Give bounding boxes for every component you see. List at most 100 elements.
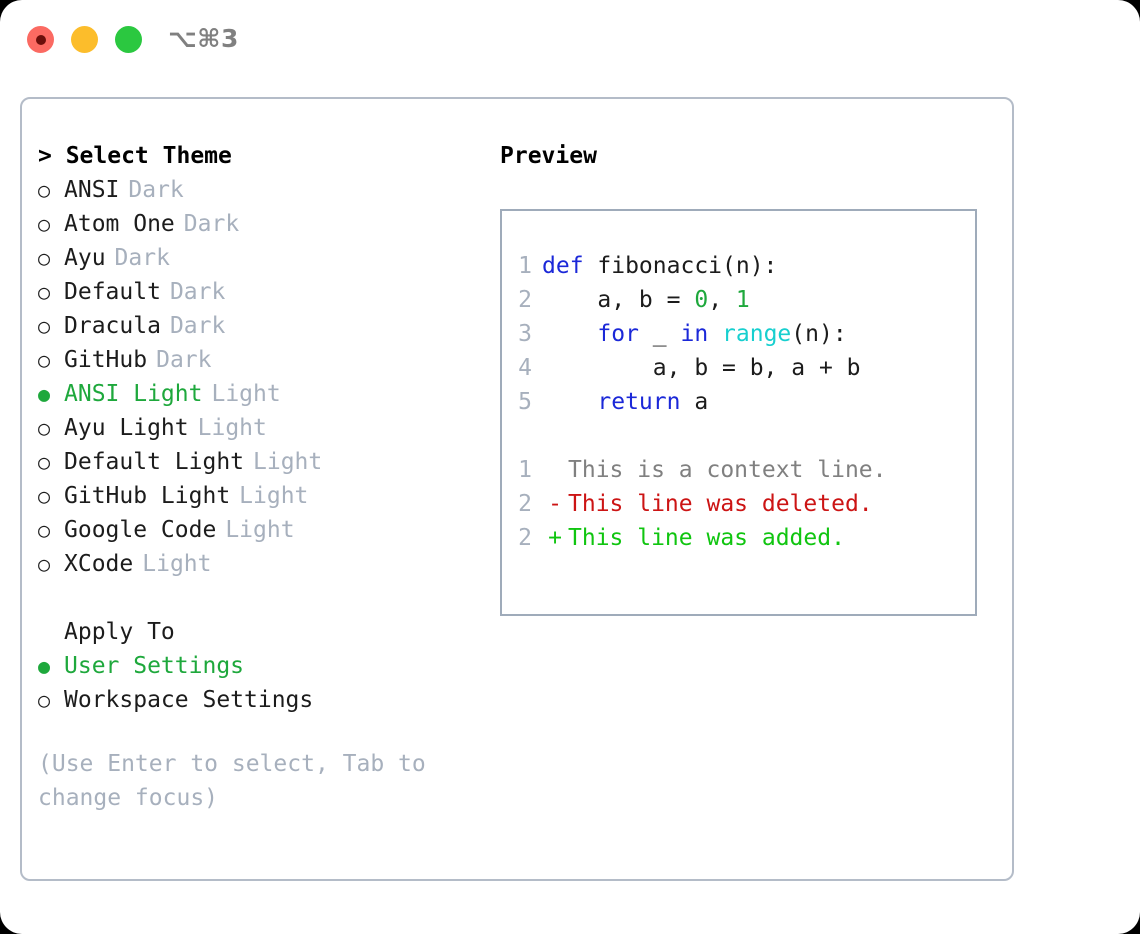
radio-unselected-icon: ○ [38, 314, 51, 338]
code-token-plain: a, b = b, a + b [542, 355, 861, 381]
theme-option-kind: Light [225, 517, 295, 543]
diff-line-del: 2-This line was deleted. [502, 487, 975, 521]
code-line: 4 a, b = b, a + b [502, 351, 975, 385]
theme-option-kind: Dark [156, 347, 212, 373]
code-token-plain [542, 321, 597, 347]
diff-line-add: 2 +This line was added. [502, 521, 975, 555]
preview-gap [502, 419, 975, 453]
radio-unselected-icon: ○ [38, 484, 51, 508]
theme-option-kind: Dark [169, 279, 226, 305]
diff-line-text: This line was added. [568, 525, 845, 551]
theme-option-kind: Dark [183, 211, 240, 237]
diff-marker: + [548, 525, 562, 551]
theme-option-label: Ayu Light [64, 415, 189, 441]
maximize-button[interactable] [115, 26, 142, 53]
select-theme-header: > Select Theme [38, 143, 232, 169]
theme-option-kind: Light [142, 551, 212, 577]
diff-line-number: 2 [518, 525, 532, 551]
code-token-plain: fibonacci(n): [583, 253, 778, 279]
theme-option-google-code[interactable]: ○ Google Code Light [38, 513, 478, 547]
minimize-button[interactable] [71, 26, 98, 53]
theme-option-ayu-light[interactable]: ○ Ayu Light Light [38, 411, 478, 445]
theme-option-default-light[interactable]: ○ Default Light Light [38, 445, 478, 479]
window-title: ⌥⌘3 [168, 24, 239, 53]
preview-title: Preview [500, 143, 597, 169]
theme-option-default[interactable]: ○ Default Dark [38, 275, 478, 309]
theme-option-kind: Light [197, 415, 267, 441]
theme-option-kind: Light [211, 381, 281, 407]
code-token-kw: def [542, 253, 584, 279]
code-token-fn: range [722, 321, 792, 347]
radio-unselected-icon: ○ [38, 246, 51, 270]
keyboard-hint: (Use Enter to select, Tab to change focu… [38, 751, 440, 811]
code-token-num: 0 [694, 287, 709, 313]
radio-unselected-icon: ○ [38, 212, 51, 236]
theme-option-ansi[interactable]: ○ ANSI Dark [38, 173, 478, 207]
theme-option-github-light[interactable]: ○ GitHub Light Light [38, 479, 478, 513]
radio-unselected-icon: ○ [38, 518, 51, 542]
radio-unselected-icon: ○ [38, 450, 51, 474]
theme-option-ayu[interactable]: ○ Ayu Dark [38, 241, 478, 275]
code-token-plain [542, 389, 597, 415]
code-token-plain: (n): [791, 321, 847, 347]
theme-option-label: Default Light [64, 449, 245, 475]
theme-option-kind: Dark [128, 177, 184, 203]
code-token-kw: return [597, 389, 681, 415]
theme-option-label: Dracula [64, 313, 161, 339]
radio-unselected-icon: ○ [38, 280, 51, 304]
code-line: 2 a, b = 0, 1 [502, 283, 975, 317]
radio-unselected-icon: ○ [38, 178, 51, 202]
code-line-number: 5 [518, 389, 532, 415]
list-spacer [38, 581, 478, 615]
apply-to-option-user-settings[interactable]: ●User Settings [38, 649, 478, 683]
diff-line-text: This is a context line. [568, 457, 887, 483]
theme-option-label: GitHub [64, 347, 148, 373]
title-bar: ⌥⌘3 [0, 0, 1140, 78]
code-token-plain: _ [638, 321, 681, 347]
traffic-light-group [27, 26, 142, 53]
diff-sample: 1 This is a context line.2-This line was… [502, 453, 975, 555]
theme-option-xcode[interactable]: ○ XCode Light [38, 547, 478, 581]
close-button[interactable] [27, 26, 54, 53]
code-token-kw: in [680, 321, 709, 347]
theme-option-atom-one[interactable]: ○ Atom One Dark [38, 207, 478, 241]
code-line-number: 1 [518, 253, 532, 279]
diff-line-ctx: 1 This is a context line. [502, 453, 975, 487]
theme-option-label: ANSI [64, 177, 120, 203]
theme-option-kind: Dark [114, 245, 170, 271]
theme-option-label: Default [64, 279, 161, 305]
code-line-text: a, b = 0, 1 [542, 283, 749, 317]
radio-unselected-icon: ○ [38, 416, 51, 440]
theme-option-label: XCode [64, 551, 134, 577]
code-token-plain: a, b = [542, 287, 695, 313]
apply-to-option-label: Workspace Settings [64, 687, 314, 713]
diff-line-number: 1 [518, 457, 532, 483]
apply-to-option-workspace-settings[interactable]: ○ Workspace Settings [38, 683, 478, 717]
theme-option-label: GitHub Light [64, 483, 231, 509]
theme-option-label: Ayu [64, 245, 106, 271]
code-line-text: for _ in range(n): [542, 317, 847, 351]
code-line: 1 def fibonacci(n): [502, 249, 975, 283]
apply-to-header: Apply To [64, 619, 175, 645]
radio-unselected-icon: ○ [38, 688, 51, 712]
code-line-text: return a [542, 385, 708, 419]
radio-unselected-icon: ○ [38, 552, 51, 576]
code-line-number: 4 [518, 355, 532, 381]
theme-option-kind: Light [253, 449, 323, 475]
apply-to-options: ●User Settings ○ Workspace Settings [38, 649, 478, 717]
apply-to-option-label: User Settings [64, 653, 245, 679]
theme-option-kind: Light [239, 483, 309, 509]
theme-option-label: Atom One [64, 211, 175, 237]
code-line: 3 for _ in range(n): [502, 317, 975, 351]
theme-option-label: Google Code [64, 517, 217, 543]
theme-option-label: ANSI Light [64, 381, 203, 407]
